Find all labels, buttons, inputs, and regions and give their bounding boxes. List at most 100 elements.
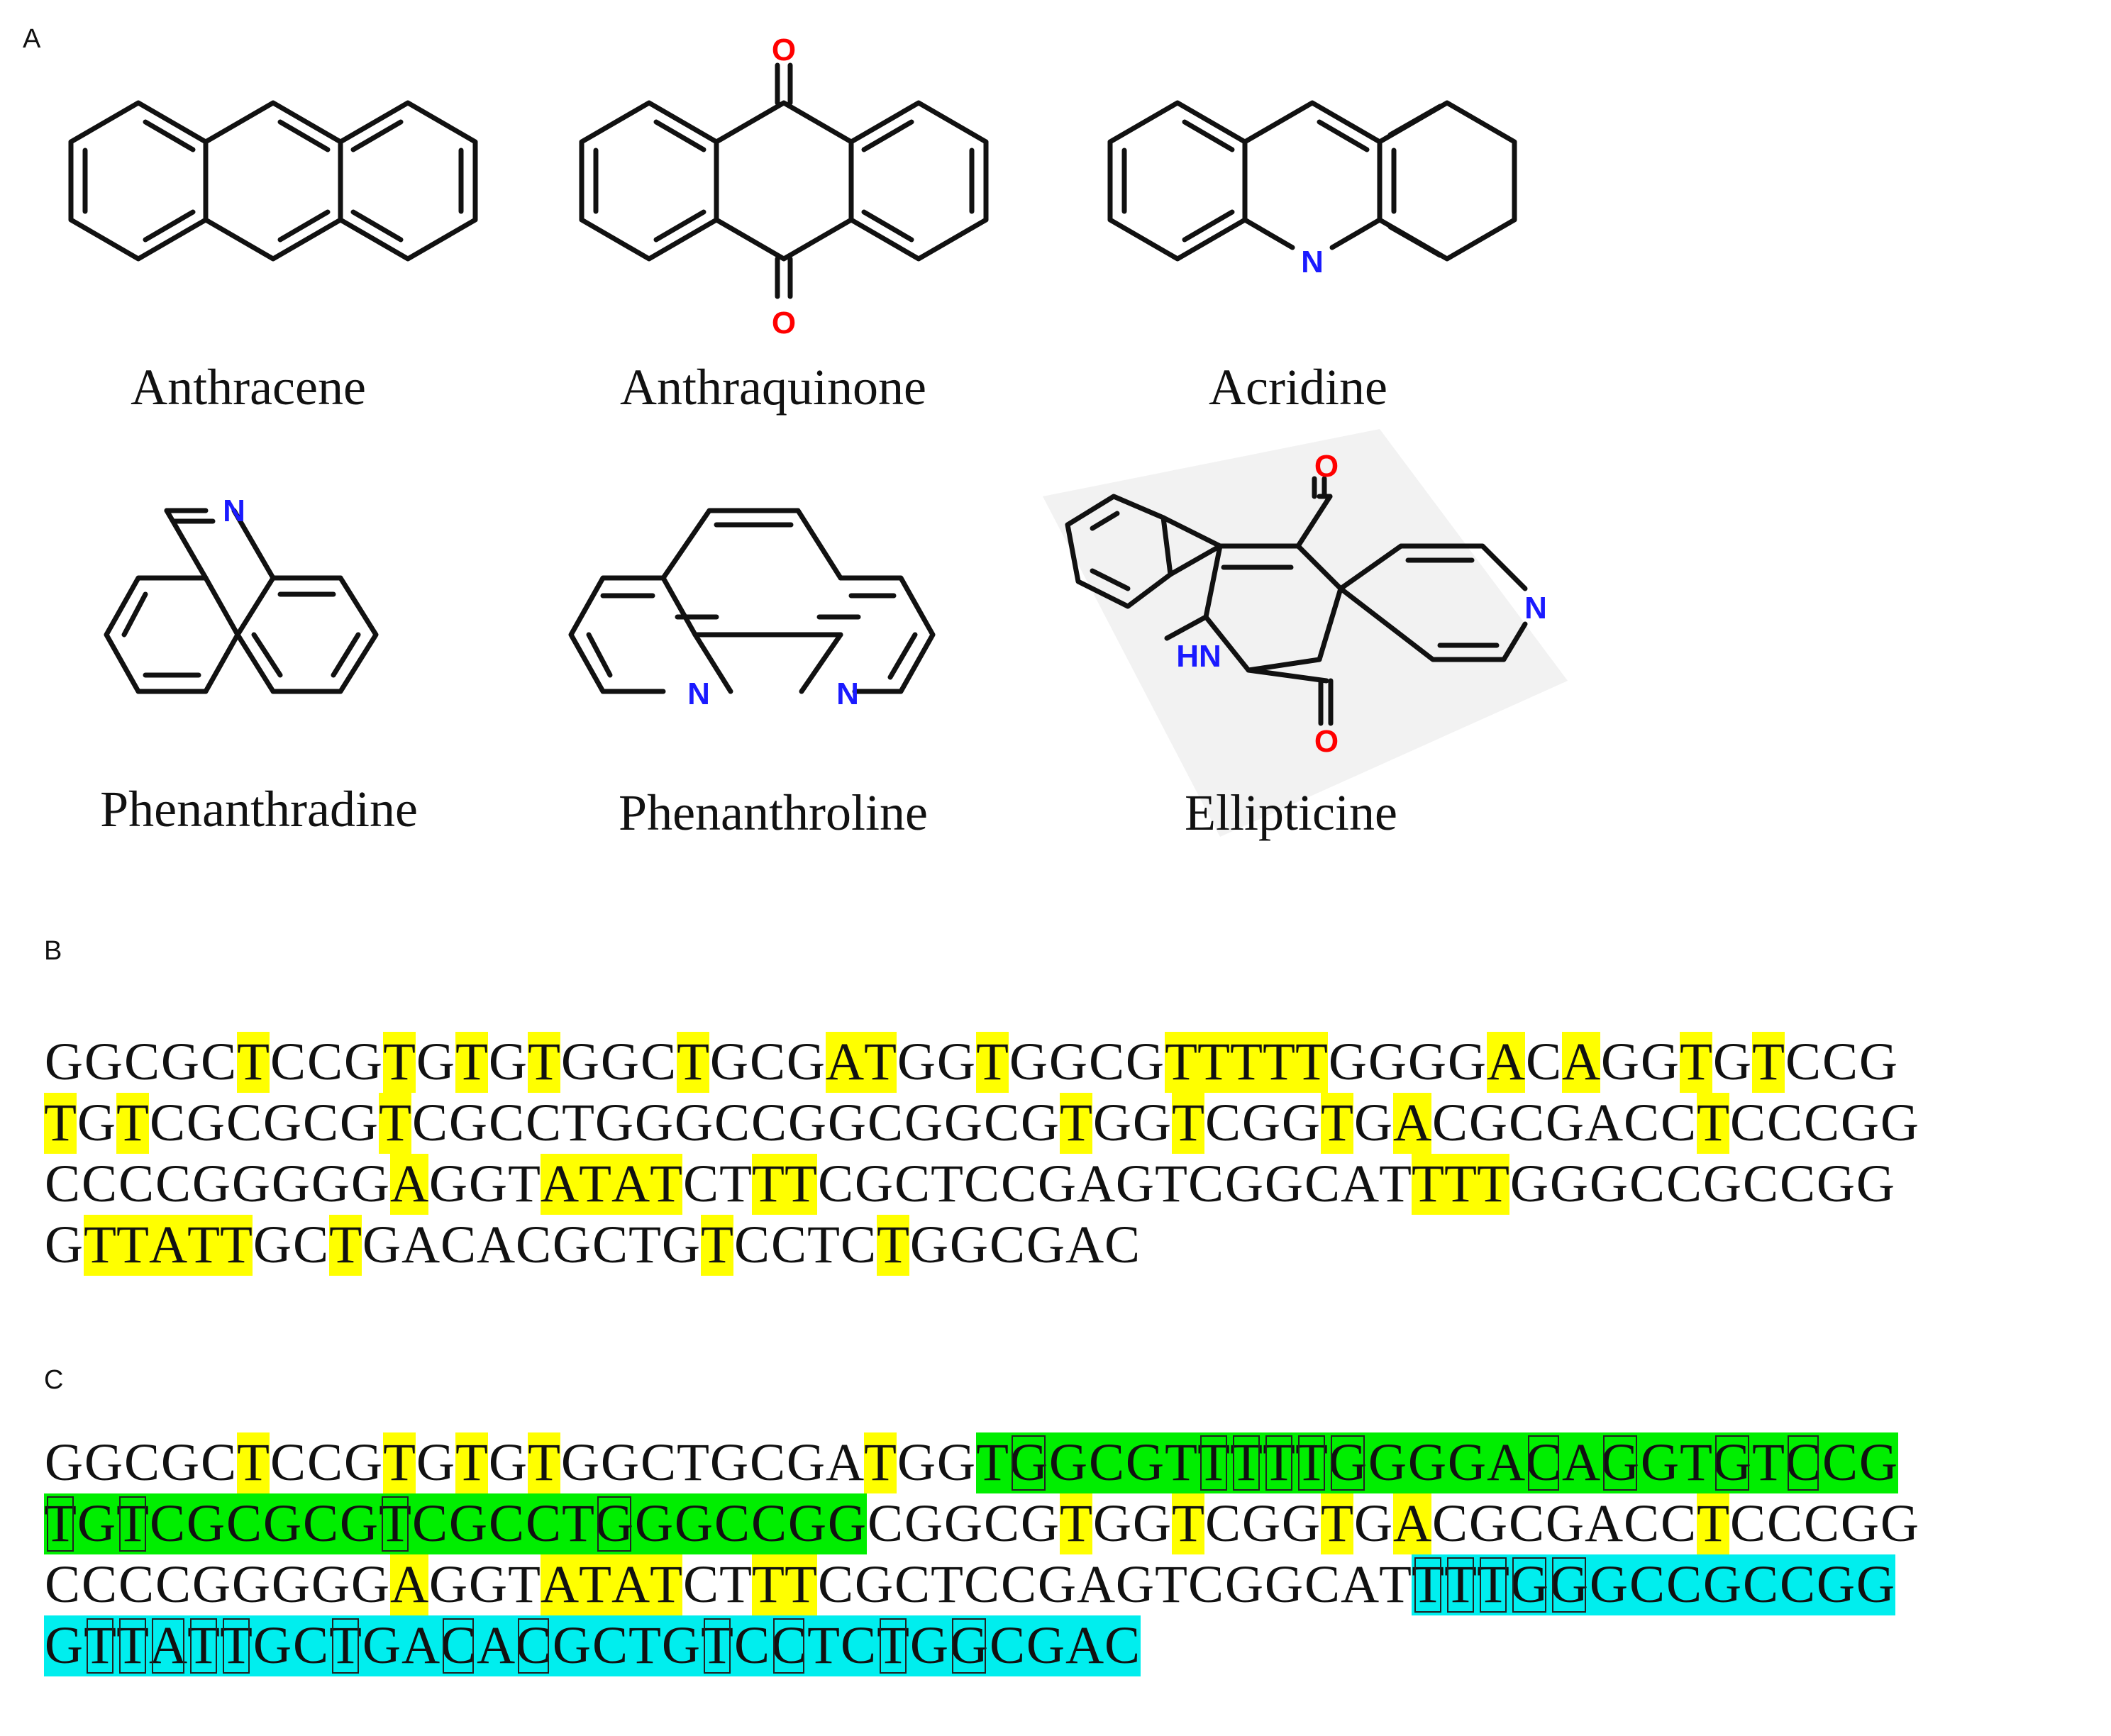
nucleotide: G (350, 1154, 390, 1213)
nucleotide: T (379, 1493, 411, 1554)
nucleotide: G (362, 1615, 401, 1676)
nucleotide: G (786, 1033, 826, 1091)
nucleotide: C (983, 1494, 1020, 1553)
nucleotide: G (552, 1615, 592, 1676)
nucleotide: T (864, 1432, 897, 1493)
nucleotide: G (594, 1493, 634, 1554)
acridine-label: Acridine (1209, 359, 1387, 416)
nucleotide: G (854, 1555, 894, 1614)
nucleotide: C (1785, 1432, 1822, 1493)
nucleotide: T (628, 1615, 661, 1676)
nucleotide: T (508, 1555, 541, 1614)
phenanthradine-structure (104, 508, 379, 694)
nucleotide: C (44, 1154, 81, 1213)
nucleotide: C (1629, 1554, 1666, 1615)
nucleotide: T (220, 1215, 253, 1276)
nucleotide: A (541, 1154, 580, 1215)
nucleotide: G (594, 1094, 634, 1152)
nucleotide: C (1508, 1094, 1545, 1152)
nucleotide: G (1549, 1554, 1589, 1615)
nucleotide: T (329, 1215, 362, 1276)
nucleotide: T (931, 1154, 963, 1213)
nucleotide: G (1407, 1033, 1447, 1091)
nucleotide: A (1065, 1215, 1104, 1274)
nucleotide: G (343, 1433, 383, 1492)
nucleotide: C (411, 1094, 448, 1152)
nucleotide: G (186, 1094, 226, 1152)
nucleotide: G (44, 1033, 84, 1091)
nucleotide: G (468, 1555, 508, 1614)
nucleotide: G (560, 1433, 600, 1492)
nucleotide: G (84, 1433, 123, 1492)
nucleotide: C (733, 1615, 770, 1676)
nucleotide: G (1640, 1432, 1680, 1493)
nucleotide: G (1468, 1094, 1508, 1152)
nucleotide: G (1264, 1154, 1304, 1213)
nucleotide: C (440, 1215, 477, 1274)
nucleotide: C (155, 1154, 192, 1213)
nucleotide: C (306, 1033, 343, 1091)
nucleotide: C (1742, 1154, 1779, 1213)
nucleotide: T (1295, 1032, 1328, 1093)
nitrogen-label: N (687, 677, 710, 711)
nucleotide: C (270, 1033, 306, 1091)
nucleotide: C (640, 1433, 677, 1492)
nucleotide: A (826, 1433, 865, 1492)
nucleotide: G (186, 1493, 226, 1554)
nucleotide: G (600, 1033, 640, 1091)
hn-label: HN (1176, 639, 1221, 674)
nucleotide: G (949, 1615, 989, 1676)
nucleotide: C (1803, 1094, 1840, 1152)
nucleotide: A (1077, 1555, 1116, 1614)
nucleotide: G (552, 1215, 592, 1274)
nucleotide: T (562, 1493, 594, 1554)
nucleotide: T (1197, 1032, 1230, 1093)
nitrogen-label: N (223, 494, 245, 528)
anthraquinone-label: Anthraquinone (620, 359, 926, 416)
nucleotide: G (1407, 1432, 1447, 1493)
nucleotide: G (1328, 1033, 1368, 1091)
nucleotide: T (1165, 1032, 1197, 1093)
nucleotide: G (909, 1215, 949, 1274)
nucleotide: A (1341, 1555, 1380, 1614)
nucleotide: G (416, 1033, 455, 1091)
nucleotide: C (817, 1555, 854, 1614)
nucleotide: C (155, 1555, 192, 1614)
nucleotide: G (1020, 1094, 1060, 1152)
nucleotide: T (579, 1154, 611, 1215)
nucleotide: T (931, 1555, 963, 1614)
nucleotide: G (448, 1094, 488, 1152)
nucleotide: C (270, 1433, 306, 1492)
nucleotide: G (1368, 1033, 1407, 1091)
nucleotide: G (1125, 1033, 1165, 1091)
nucleotide: C (1525, 1432, 1562, 1493)
nucleotide: A (1065, 1615, 1104, 1676)
nucleotide: A (401, 1615, 441, 1676)
nucleotide: C (525, 1493, 562, 1554)
nucleotide: G (231, 1154, 271, 1213)
nucleotide: T (116, 1615, 149, 1676)
nucleotide: G (1856, 1154, 1895, 1213)
nucleotide: T (455, 1432, 488, 1493)
nucleotide: T (383, 1032, 416, 1093)
nucleotide: C (1623, 1094, 1660, 1152)
nucleotide: T (1680, 1032, 1712, 1093)
nucleotide: C (733, 1215, 770, 1274)
nucleotide: T (237, 1032, 270, 1093)
nucleotide: C (749, 1433, 786, 1492)
nucleotide: G (1092, 1494, 1132, 1553)
nucleotide: C (1666, 1554, 1702, 1615)
nucleotide: T (877, 1615, 909, 1676)
nucleotide: C (1088, 1033, 1125, 1091)
nucleotide: T (877, 1215, 909, 1276)
nucleotide: G (1858, 1432, 1898, 1493)
nucleotide: T (785, 1554, 817, 1615)
nucleotide: G (271, 1555, 311, 1614)
nucleotide: G (488, 1033, 528, 1091)
nucleotide: C (515, 1215, 552, 1274)
nucleotide: C (1000, 1555, 1037, 1614)
nucleotide: C (1431, 1094, 1468, 1152)
nucleotide: C (292, 1215, 329, 1274)
nucleotide: G (1092, 1094, 1132, 1152)
nucleotide: T (677, 1032, 709, 1093)
